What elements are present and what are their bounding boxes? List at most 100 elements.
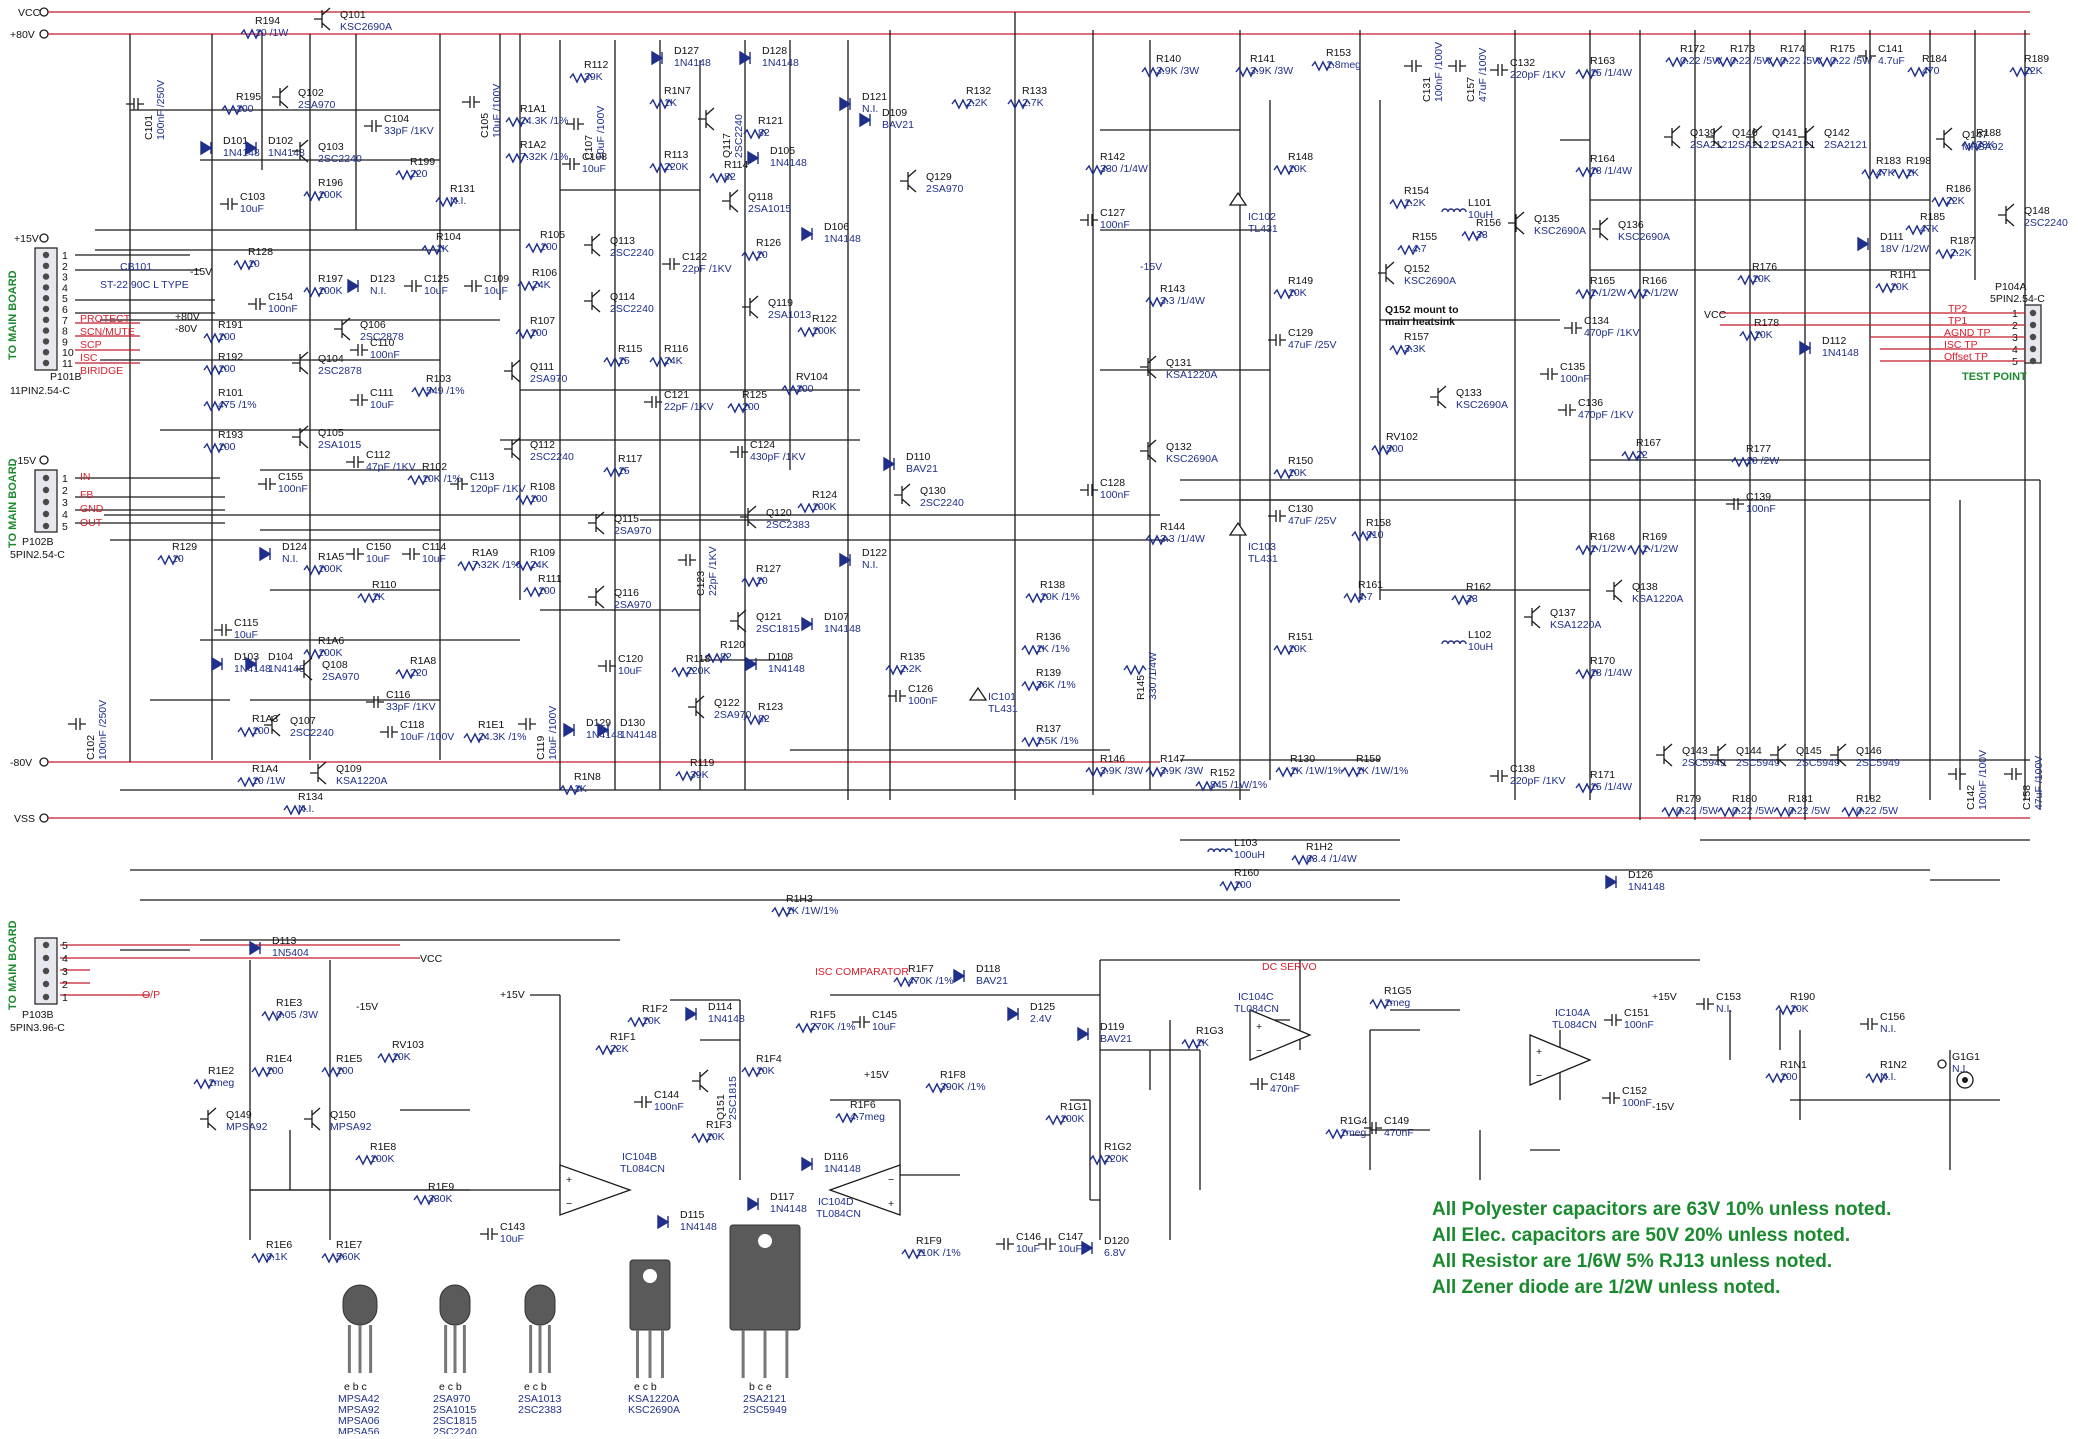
c119-value: 10uF /100V — [547, 706, 559, 760]
c115-value: 10uF — [234, 629, 258, 641]
q152-ref-rail: -15V — [1140, 261, 1162, 273]
r122-value: 100K — [812, 325, 837, 337]
r1h3-value: 1K /1W/1% — [786, 905, 839, 917]
r111-symbol — [523, 586, 547, 598]
r1a1-ref: R1A1 — [520, 103, 546, 115]
r123-ref: R123 — [758, 701, 783, 713]
r116-value: 24K — [664, 355, 683, 367]
c130-symbol — [1268, 510, 1286, 522]
q129-symbol — [900, 169, 917, 193]
ic101-part: TL431 — [988, 703, 1018, 715]
p101b-pin-num-1: 1 — [62, 250, 68, 262]
r1g3-symbol — [1181, 1038, 1205, 1050]
c118-ref: C118 — [400, 719, 424, 731]
p102b-signal-gnd: GND — [80, 503, 104, 515]
d112-value: 1N4148 — [1822, 347, 1859, 359]
r184-value: 470 — [1922, 65, 1940, 77]
p103b-pin-num-5: 5 — [62, 940, 68, 952]
package-2-pinout: e c b — [439, 1381, 462, 1393]
r166-ref: R166 — [1642, 275, 1667, 287]
package-1-pinout: e b c — [344, 1381, 367, 1393]
l103-symbol — [1207, 848, 1233, 853]
r137-value: 1.5K /1% — [1036, 735, 1079, 747]
q116-ref: Q116 — [614, 587, 639, 599]
p101b-pin-11 — [42, 359, 50, 367]
r174-value: 0.22 /5W — [1780, 55, 1822, 67]
r1e1-value: 24.3K /1% — [478, 731, 526, 743]
c131-ref: C131 — [1421, 77, 1433, 102]
c124-symbol — [730, 446, 748, 458]
d116-symbol — [801, 1156, 814, 1172]
p103b-pin-num-2: 2 — [62, 979, 68, 991]
r188-symbol — [1961, 140, 1985, 152]
c101-ref: C101 — [143, 115, 155, 140]
p104a-pin-5 — [2029, 357, 2037, 365]
ic104b-ref: IC104B — [622, 1151, 657, 1163]
r130-value: 1K /1W/1% — [1290, 765, 1343, 777]
r1n8-symbol — [559, 784, 583, 796]
q106-ref: Q106 — [360, 319, 386, 331]
q139-value: 2SA2121 — [1690, 139, 1733, 151]
p104a-pin-2 — [2029, 321, 2037, 329]
r132-ref: R132 — [966, 85, 991, 97]
c149-symbol — [1364, 1122, 1382, 1134]
ic104c-plus-sign: + — [1256, 1021, 1262, 1033]
r181-ref: R181 — [1788, 793, 1813, 805]
q138-symbol — [1606, 579, 1623, 603]
r196-value: 100K — [318, 189, 343, 201]
q151-value: 2SC1815 — [727, 1076, 739, 1120]
c127-value: 100nF — [1100, 219, 1130, 231]
q148-ref: Q148 — [2024, 205, 2050, 217]
r168-value: 1 /1/2W — [1590, 543, 1626, 555]
r1h3-ref: R1H3 — [786, 893, 813, 905]
r173-ref: R173 — [1730, 43, 1755, 55]
servo-m15-label: -15V — [1652, 1101, 1674, 1113]
r104-ref: R104 — [436, 231, 461, 243]
r192-symbol — [203, 364, 227, 376]
d116-ref: D116 — [824, 1151, 848, 1163]
r157-value: 3.3K — [1404, 343, 1426, 355]
ic104d-part: TL084CN — [816, 1208, 861, 1220]
p101b-signal-scp: SCP — [80, 339, 102, 351]
q152-note-line2: main heatsink — [1385, 316, 1455, 328]
p101b-pin-7 — [42, 316, 50, 323]
p104a-side-label: TEST POINT — [1962, 371, 2027, 383]
package-1-body — [342, 1284, 378, 1326]
c144-symbol — [634, 1096, 652, 1108]
r101-ref: R101 — [218, 387, 243, 399]
ic103-part: TL431 — [1248, 553, 1278, 565]
r170-value: 18 /1/4W — [1590, 667, 1632, 679]
c156-ref: C156 — [1880, 1011, 1905, 1023]
q139-ref: Q139 — [1690, 127, 1716, 139]
q147-ref: Q147 — [1962, 129, 1988, 141]
rv102-symbol — [1371, 444, 1395, 456]
r133-ref: R133 — [1022, 85, 1047, 97]
r191-ref: R191 — [218, 319, 243, 331]
q147-symbol — [1936, 127, 1953, 151]
p102b-pin-2 — [42, 486, 50, 494]
